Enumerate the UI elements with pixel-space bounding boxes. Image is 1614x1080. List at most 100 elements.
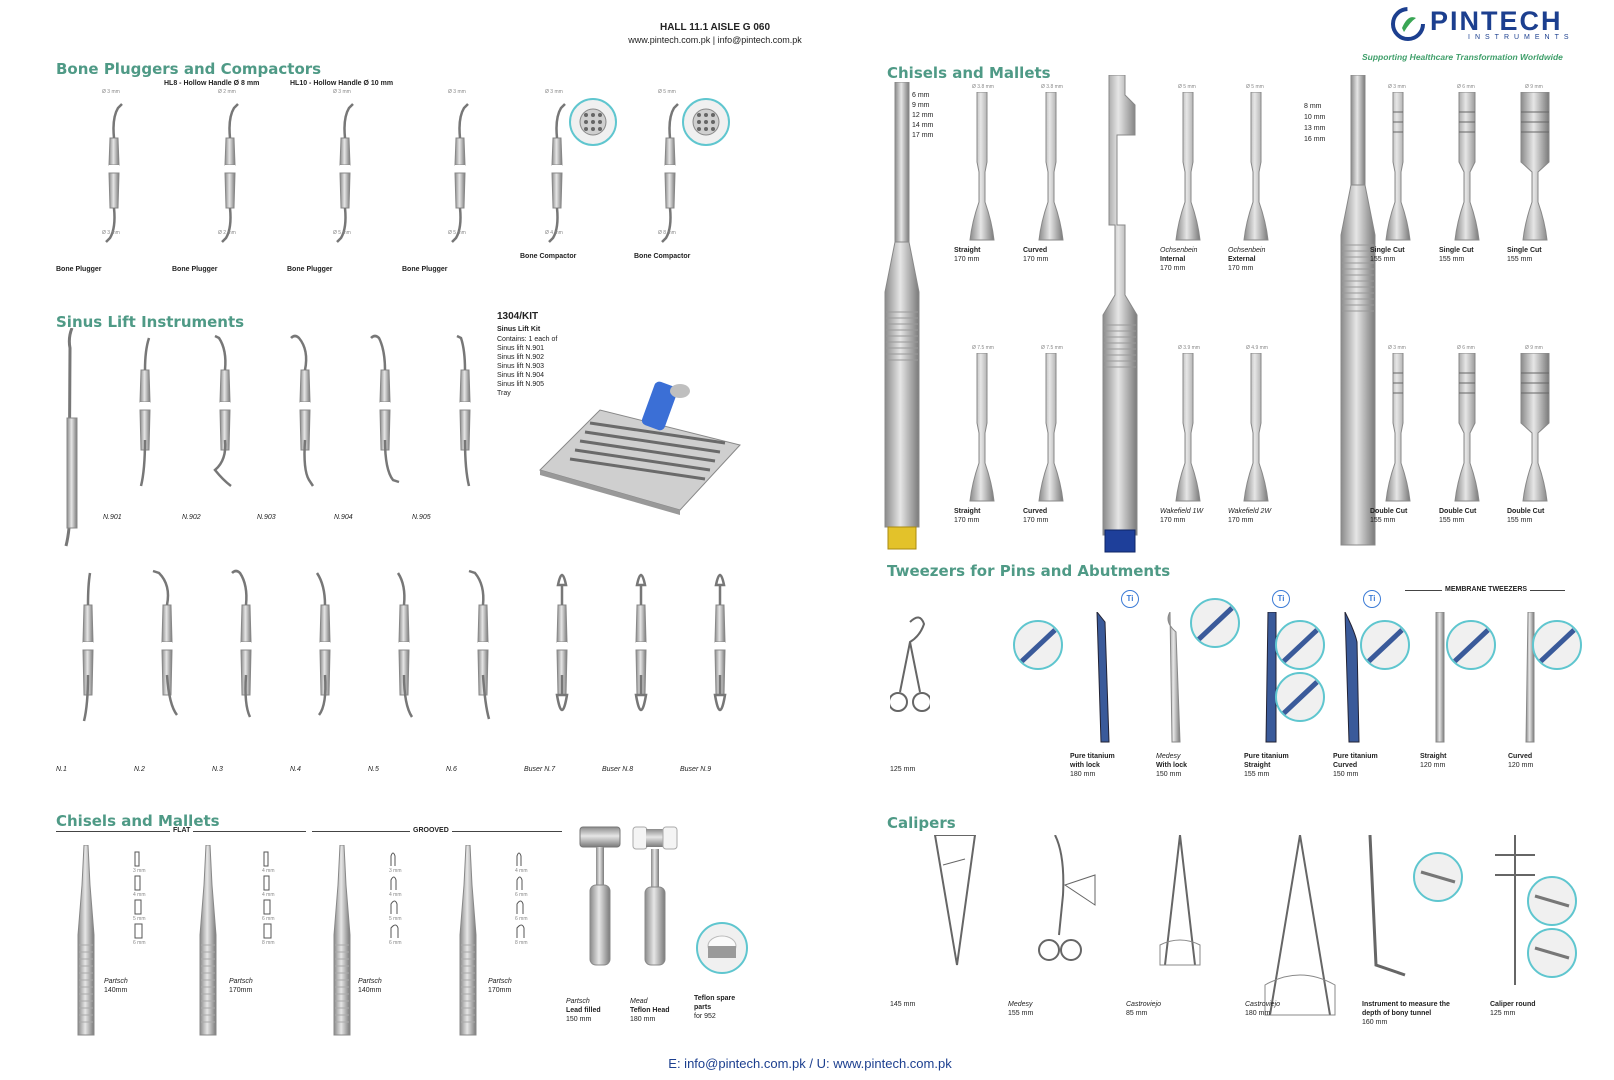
chisel-length: 155 mm [1507,256,1533,263]
membrane-label: MEMBRANE TWEEZERS [1442,585,1531,594]
caliper-image [1159,835,1201,966]
bone-instrument-image [336,103,354,243]
kit-content-line: Sinus lift N.902 [497,354,545,361]
sinus-instrument-label: N.6 [446,766,457,773]
tweezer-name: Pure titanium [1244,753,1289,760]
tweezer-length: 120 mm [1508,762,1534,769]
caliper-name: Medesy [1008,1001,1033,1008]
chisel-width-label: 4 mm [515,868,528,874]
caliper-detail-circle [1413,852,1463,902]
titanium-badge: Ti [1272,590,1290,608]
teflon-spare-circle [696,922,748,974]
mallet-1-name: Partsch [566,998,590,1005]
bone-instrument-image [661,103,679,243]
chisel-length: 170 mm [1160,517,1186,524]
sinus-instrument-label: N.904 [334,514,353,521]
sinus-instrument-image [82,572,94,722]
chisel-name: Partsch [488,978,512,985]
bone-item-label: Bone Plugger [402,266,448,273]
bone-dim-bottom: Ø 5 mm [333,230,351,236]
mallet-partsch-image [579,826,621,966]
bone-dim-top: Ø 2 mm [218,89,236,95]
chisel-diameter: Ø 3.9 mm [1178,345,1200,351]
tweezer-variant: Straight [1244,762,1271,769]
kit-name: Sinus Lift Kit [497,326,541,333]
chisel-size: 140mm [358,987,382,994]
kit-content-line: Contains: 1 each of [497,336,558,343]
caliper-detail-circle [1527,876,1577,926]
sinus-instrument-image [468,569,491,720]
chisel-depth-mark-b: 16 mm [1304,136,1326,143]
chisel-tip-image [1175,353,1201,502]
tweezer-variant: With lock [1156,762,1188,769]
chisel-width-label: 6 mm [515,892,528,898]
sinus-instrument-image [713,573,727,712]
bone-instrument-image [105,103,123,243]
sinus-instrument-image [370,334,400,484]
sinus-instrument-label: N.4 [290,766,301,773]
chisel-tip-image [969,353,995,502]
chisel-depth-mark-b: 13 mm [1304,125,1326,132]
sinus-instrument-image [315,572,331,716]
tweezer-length: 150 mm [1156,771,1182,778]
chisel-tip-image [1038,353,1064,502]
chisel-width-marker-icon [134,899,142,915]
mallet-2-desc: Teflon Head [630,1007,670,1014]
chisel-width-label: 5 mm [133,916,146,922]
caliper-detail: depth of bony tunnel [1362,1010,1432,1017]
chisel-tip-image [1385,353,1411,502]
chisel-name: Partsch [229,978,253,985]
chisel-length: 170 mm [1023,256,1049,263]
sinus-instrument-image [396,572,414,718]
caliper-image [933,835,977,966]
caliper-length: 160 mm [1362,1019,1388,1026]
chisel-width-marker-icon [263,899,271,915]
chisel-width-label: 4 mm [262,868,275,874]
tweezer-name: Medesy [1156,753,1181,760]
sinus-instrument-image [213,334,232,487]
sinus-instrument-image [456,334,471,487]
chisel-width-marker-icon [263,875,270,891]
chisel-handle-blue-image [1102,75,1138,553]
chisel-length: 155 mm [1439,517,1465,524]
bone-instrument-image [221,103,239,243]
spare-l3: for 952 [694,1013,716,1020]
bone-dim-bottom: Ø 4 mm [545,230,563,236]
chisel-length: 155 mm [1507,517,1533,524]
tweezer-variant: Curved [1333,762,1358,769]
caliper-length: 180 mm [1245,1010,1271,1017]
mallet-1-desc: Lead filled [566,1007,601,1014]
chisel-name: Partsch [104,978,128,985]
chisel-depth-mark-a: 6 mm [912,92,930,99]
chisel-type: Straight [954,247,981,254]
bone-hl10: HL10 - Hollow Handle Ø 10 mm [290,80,394,87]
chisel-width-marker-icon [134,875,141,891]
bone-item-label: Bone Plugger [172,266,218,273]
bone-compactor-detail-circle [569,98,617,146]
caliper-length: 125 mm [1490,1010,1516,1017]
chisel-width-marker-icon [516,924,525,938]
mallet-2-size: 180 mm [630,1016,656,1023]
sinus-instrument-label: N.902 [182,514,201,521]
chisel-width-marker-icon [390,876,397,890]
grooved-label: GROOVED [410,826,452,835]
chisel-depth-mark-a: 14 mm [912,122,934,129]
mallet-1-size: 150 mm [566,1016,592,1023]
tweezer-image [1265,612,1277,743]
tweezer-name: Straight [1420,753,1447,760]
caliper-detail-circle [1527,928,1577,978]
chisel-length: 155 mm [1439,256,1465,263]
chisel-width-label: 6 mm [389,940,402,946]
tweezer-variant: with lock [1070,762,1100,769]
chisel-length: 155 mm [1370,517,1396,524]
chisel-width-marker-icon [516,852,522,866]
sinus-instrument-image [634,573,648,712]
caliper-name: Instrument to measure the [1362,1001,1450,1008]
chisel-diameter: Ø 3.8 mm [1041,84,1063,90]
chisel-width-marker-icon [516,876,523,890]
kit-content-line: Tray [497,390,511,397]
header-line-1: HALL 11.1 AISLE G 060 [659,22,771,33]
chisel-type: Straight [954,508,981,515]
sinus-instrument-image [555,573,569,712]
chisel-width-label: 3 mm [133,868,146,874]
